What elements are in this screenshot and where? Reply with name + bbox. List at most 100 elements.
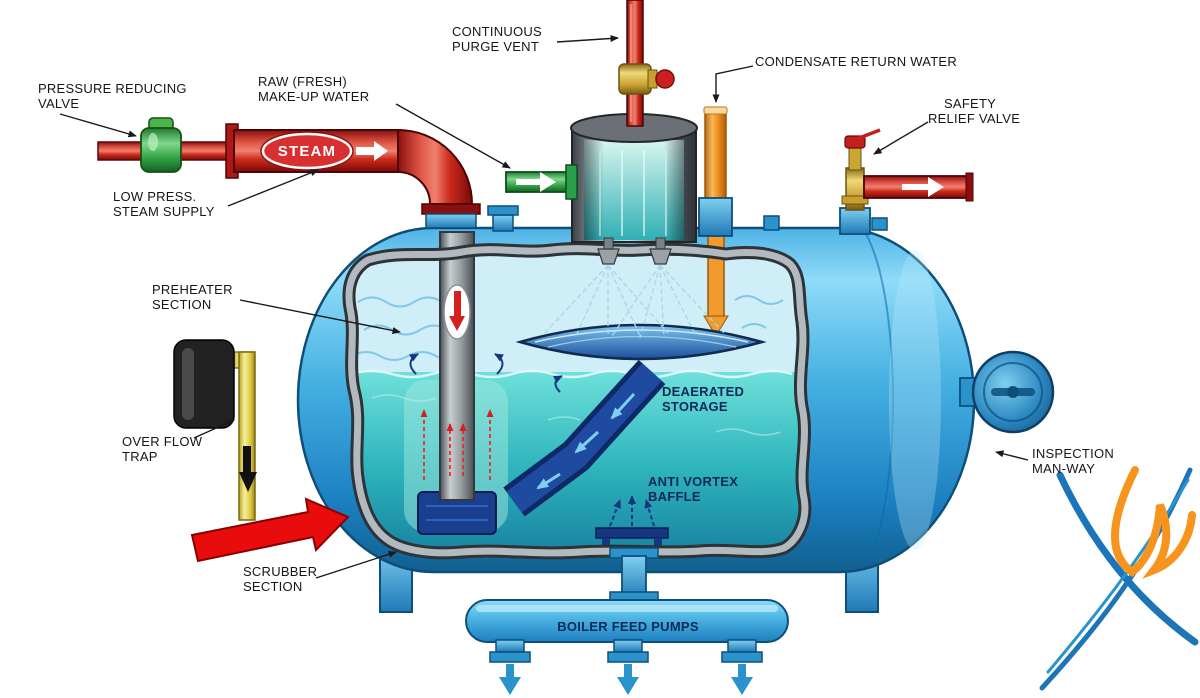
label-over-flow-trap: OVER FLOW TRAP [122, 434, 203, 464]
preheater-pipe [420, 231, 494, 501]
down-flow-arrow-head [449, 316, 465, 331]
pump-stubs [489, 639, 763, 663]
label-line: SAFETY [944, 96, 996, 111]
overflow-pipe [238, 351, 256, 521]
tank-steam-flange [425, 213, 477, 229]
vent-valve-body [618, 63, 652, 95]
baffle-flow-arrows [609, 495, 655, 527]
vent-stub [763, 215, 780, 231]
label-inspection-man-way: INSPECTION MAN-WAY [1032, 446, 1114, 476]
label-line: STEAM SUPPLY [113, 204, 215, 219]
steam-tag-oval [261, 132, 353, 170]
overflow-trap-assembly [173, 339, 257, 521]
label-safety-relief-valve: SAFETY RELIEF VALVE [928, 96, 1020, 126]
shell-wall-inner [345, 245, 809, 557]
label-steam-tag: STEAM [278, 143, 337, 160]
label-line: PREHEATER [152, 282, 233, 297]
water-ripples [371, 394, 781, 436]
label-line: PURGE VENT [452, 39, 539, 54]
brand-logo [1039, 466, 1199, 691]
label-line: INSPECTION [1032, 446, 1114, 461]
leader-steam-supply [227, 169, 319, 207]
vent-valve-handle [655, 69, 675, 89]
logo-flame [1111, 466, 1196, 579]
duct-flow-arrows [536, 392, 636, 490]
label-line: VALVE [38, 96, 79, 111]
anti-vortex-baffle [595, 495, 669, 550]
label-line: MAKE-UP WATER [258, 89, 369, 104]
label-line: RELIEF VALVE [928, 111, 1020, 126]
label-continuous-purge-vent: CONTINUOUS PURGE VENT [452, 24, 542, 54]
label-line: SCRUBBER [243, 564, 317, 579]
leader-prv [59, 113, 137, 138]
cutaway-interior [342, 231, 812, 560]
leader-condensate [712, 65, 754, 103]
elbow-flange [421, 203, 481, 215]
dome-inlet-flange [565, 164, 578, 200]
flow-arrow-white [516, 172, 556, 192]
leader-preheater [239, 299, 401, 334]
relief-valve-lever [853, 128, 881, 142]
steam-elbow [397, 128, 474, 205]
label-line: TRAP [122, 449, 158, 464]
label-line: LOW PRESS. [113, 189, 196, 204]
top-fittings [763, 215, 888, 231]
label-pressure-reducing-valve: PRESSURE REDUCING VALVE [38, 81, 187, 111]
water-surface [351, 369, 793, 379]
label-line: STORAGE [662, 399, 728, 414]
downcomer-duct [503, 359, 666, 517]
spray-fans [543, 264, 725, 339]
down-flow-arrow-shaft [454, 291, 461, 318]
label-line: ANTI VORTEX [648, 474, 738, 489]
condensate-down-arrow [703, 315, 729, 337]
scrubber-box [417, 491, 497, 535]
inspection-manway [959, 350, 1055, 434]
valve-mount-stub [839, 207, 871, 235]
leader-safety [873, 121, 929, 155]
label-anti-vortex-baffle: ANTI VORTEX BAFFLE [648, 474, 738, 504]
leader-manway [995, 450, 1029, 461]
label-scrubber-section: SCRUBBER SECTION [243, 564, 317, 594]
label-line: SECTION [152, 297, 212, 312]
leader-scrubber [315, 550, 397, 579]
makeup-water-pipe [505, 164, 578, 200]
boiler-feed-pump-manifold: BOILER FEED PUMPS [465, 547, 789, 695]
label-raw-makeup-water: RAW (FRESH) MAKE-UP WATER [258, 74, 369, 104]
label-line: OVER FLOW [122, 434, 203, 449]
overflow-arrow-shaft [243, 446, 251, 474]
label-line: BAFFLE [648, 489, 701, 504]
spray-nozzles [597, 237, 672, 265]
label-line: CONTINUOUS [452, 24, 542, 39]
deaerator-dome [543, 113, 725, 339]
label-line: MAN-WAY [1032, 461, 1095, 476]
condensate-return-pipe [698, 106, 733, 237]
red-pointer-arrow [190, 497, 350, 563]
end-cap-seam [865, 233, 894, 567]
tank-entry-sleeve [698, 197, 733, 237]
label-line: SECTION [243, 579, 303, 594]
purge-vent [618, 0, 675, 127]
label-line: RAW (FRESH) [258, 74, 347, 89]
overflow-arrow-head [239, 472, 257, 492]
label-condensate-return-water: CONDENSATE RETURN WATER [755, 54, 957, 69]
end-cap-sheen [889, 250, 941, 550]
label-line: DEAERATED [662, 384, 744, 399]
label-line: PRESSURE REDUCING [38, 81, 187, 96]
capped-nozzle [487, 205, 519, 232]
pump-discharge-arrows [499, 664, 753, 695]
steam-supply-assembly [97, 117, 519, 232]
safety-relief-valve [839, 128, 974, 235]
leader-lines [59, 34, 1029, 579]
boiler-feed-pumps-label: BOILER FEED PUMPS [557, 619, 699, 634]
spare-stub [871, 217, 888, 231]
label-low-press-steam-supply: LOW PRESS. STEAM SUPPLY [113, 189, 215, 219]
leader-purge-vent [556, 34, 619, 43]
circulation-arrows [420, 409, 494, 480]
splash-arrows [409, 353, 563, 393]
relief-flow-arrow [902, 177, 944, 197]
leader-overflow [193, 419, 235, 439]
label-deaerated-storage: DEAERATED STORAGE [662, 384, 744, 414]
trap-highlight [182, 348, 194, 420]
pressure-reducing-valve [140, 117, 182, 173]
